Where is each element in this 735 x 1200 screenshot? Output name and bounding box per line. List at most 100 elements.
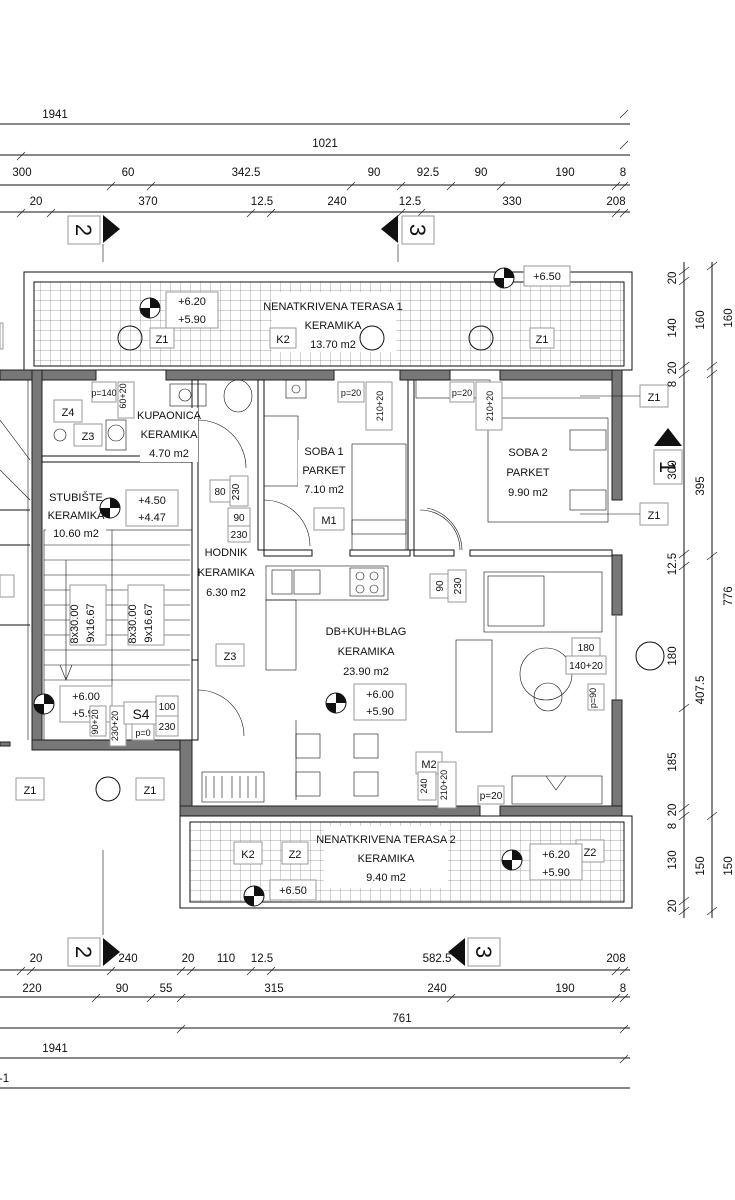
dim-label: 12.5 [251,953,273,965]
dim-label: 240 [327,196,346,208]
level-value: +4.50 [138,495,166,507]
dim-label: 140 [667,318,679,337]
dim-label: 20 [30,196,43,208]
tag-label: Z3 [224,651,237,663]
room-floor: KERAMIKA [305,320,363,332]
room-name: NENATKRIVENA TERASA 2 [316,834,456,846]
room-area: 6.30 m2 [206,587,246,599]
dim-label: 342.5 [232,167,261,179]
opening-label: 240 [419,778,429,793]
opening-label: 230+20 [110,711,120,741]
dim-label: 150 [695,856,707,875]
dim-label: 190 [555,983,574,995]
dim-label: 160 [695,310,707,329]
section-marker-right: 1 [653,428,683,485]
terrace-2: NENATKRIVENA TERASA 2 KERAMIKA 9.40 m2 K… [179,815,633,909]
level-value: +6.20 [178,296,206,308]
room-floor: KERAMIKA [338,646,396,658]
opening-label: p=20 [341,388,361,398]
room-name: KUPAONICA [137,410,202,422]
room-area: 4.70 m2 [149,448,189,460]
level-value: +6.50 [533,271,561,283]
section-marker-top-mid: 3 [381,215,435,262]
opening-label: p=20 [452,388,472,398]
opening-label: 210+20 [485,391,495,421]
dim-label: 776 [723,586,735,605]
room-area: 13.70 m2 [310,339,356,351]
dim-label: 20 [667,272,679,285]
opening-label: p=140 [91,388,116,398]
tag-label: Z1 [536,334,549,346]
dim-label: 160 [723,308,735,327]
room-name: HODNIK [205,547,248,559]
room-floor: PARKET [302,465,345,477]
opening-label: 80 [214,487,226,498]
section-marker-bottom-mid: 3 [448,937,501,967]
dim-label: 20 [667,362,679,375]
section-label: 2 [71,224,96,236]
opening-label: 210+20 [439,770,449,800]
staircase: STUBIŠTE KERAMIKA 10.60 m2 +4.50 +4.47 8… [33,484,193,747]
top-dimensions: 1941 1021 300 60 342.5 90 92.5 90 190 8 … [0,109,630,218]
level-value: +5.90 [366,706,394,718]
dim-label: 1941 [42,109,68,121]
level-value: +6.50 [279,885,307,897]
dim-label: 110 [217,953,235,965]
dim-label: 8 [667,381,679,387]
tag-label: S4 [132,706,149,722]
tag-label: Z2 [584,847,597,859]
room-name: STUBIŠTE [49,491,103,504]
bathroom: KUPAONICA KERAMIKA 4.70 m2 p=140 60+20 Z… [53,379,253,469]
dim-label: 20 [667,900,679,913]
dim-label: 20 [30,953,43,965]
tag-label: Z1 [648,510,661,522]
opening-label: 230 [159,722,176,733]
room-floor: PARKET [506,467,549,479]
section-label: 3 [405,224,430,236]
stair-spec: 8x30.00 [69,604,81,643]
terrace-1: NENATKRIVENA TERASA 1 KERAMIKA 13.70 m2 … [23,265,633,371]
room-area: 9.40 m2 [366,872,406,884]
left-neighbour [0,322,31,740]
tag-label: Z2 [289,849,302,861]
room-floor: KERAMIKA [141,429,199,441]
bottom-dimensions: 20 240 20 110 12.5 582.5 208 220 90 55 3… [0,953,630,1089]
dim-label: 20 [667,804,679,817]
room-floor: KERAMIKA [358,853,416,865]
dim-label: 90 [475,167,488,179]
room-name: NENATKRIVENA TERASA 1 [263,301,403,313]
dim-label: 8 [620,167,626,179]
dim-label: 370 [138,196,157,208]
opening-label: 90 [233,513,245,524]
opening-label: 90 [435,580,446,592]
opening-label: 180 [578,643,595,654]
right-dimensions: 20 140 20 8 300 12.5 180 407.5 185 20 8 … [667,261,735,918]
dim-label: 8 [620,983,626,995]
dim-label: 12.5 [399,196,421,208]
room-area: 23.90 m2 [343,666,389,678]
opening-label: p=20 [480,791,503,802]
tag-label: Z1 [24,785,37,797]
section-marker-bottom-left: 2 [67,850,120,967]
dim-label: 150 [723,856,735,875]
room-name: DB+KUH+BLAG [326,626,407,638]
level-value: +6.20 [542,849,570,861]
section-label: 1 [655,461,680,473]
tag-label: K2 [276,334,289,346]
dim-label: 55 [160,983,173,995]
dim-label: 60 [122,167,135,179]
tag-label: Z3 [82,431,95,443]
room-name: SOBA 2 [508,447,547,459]
dim-label: 1941 [42,1043,68,1055]
dim-label: 582.5 [423,953,452,965]
dim-label: 395 [695,476,707,495]
dim-label: 90 [116,983,129,995]
tag-label: M1 [321,515,336,527]
tag-label: Z1 [144,785,157,797]
opening-label: 230 [231,530,248,541]
dim-label: 300 [12,167,31,179]
dim-label: 130 [667,850,679,869]
dim-label: 220 [22,983,41,995]
dim-label: 185 [667,752,679,771]
